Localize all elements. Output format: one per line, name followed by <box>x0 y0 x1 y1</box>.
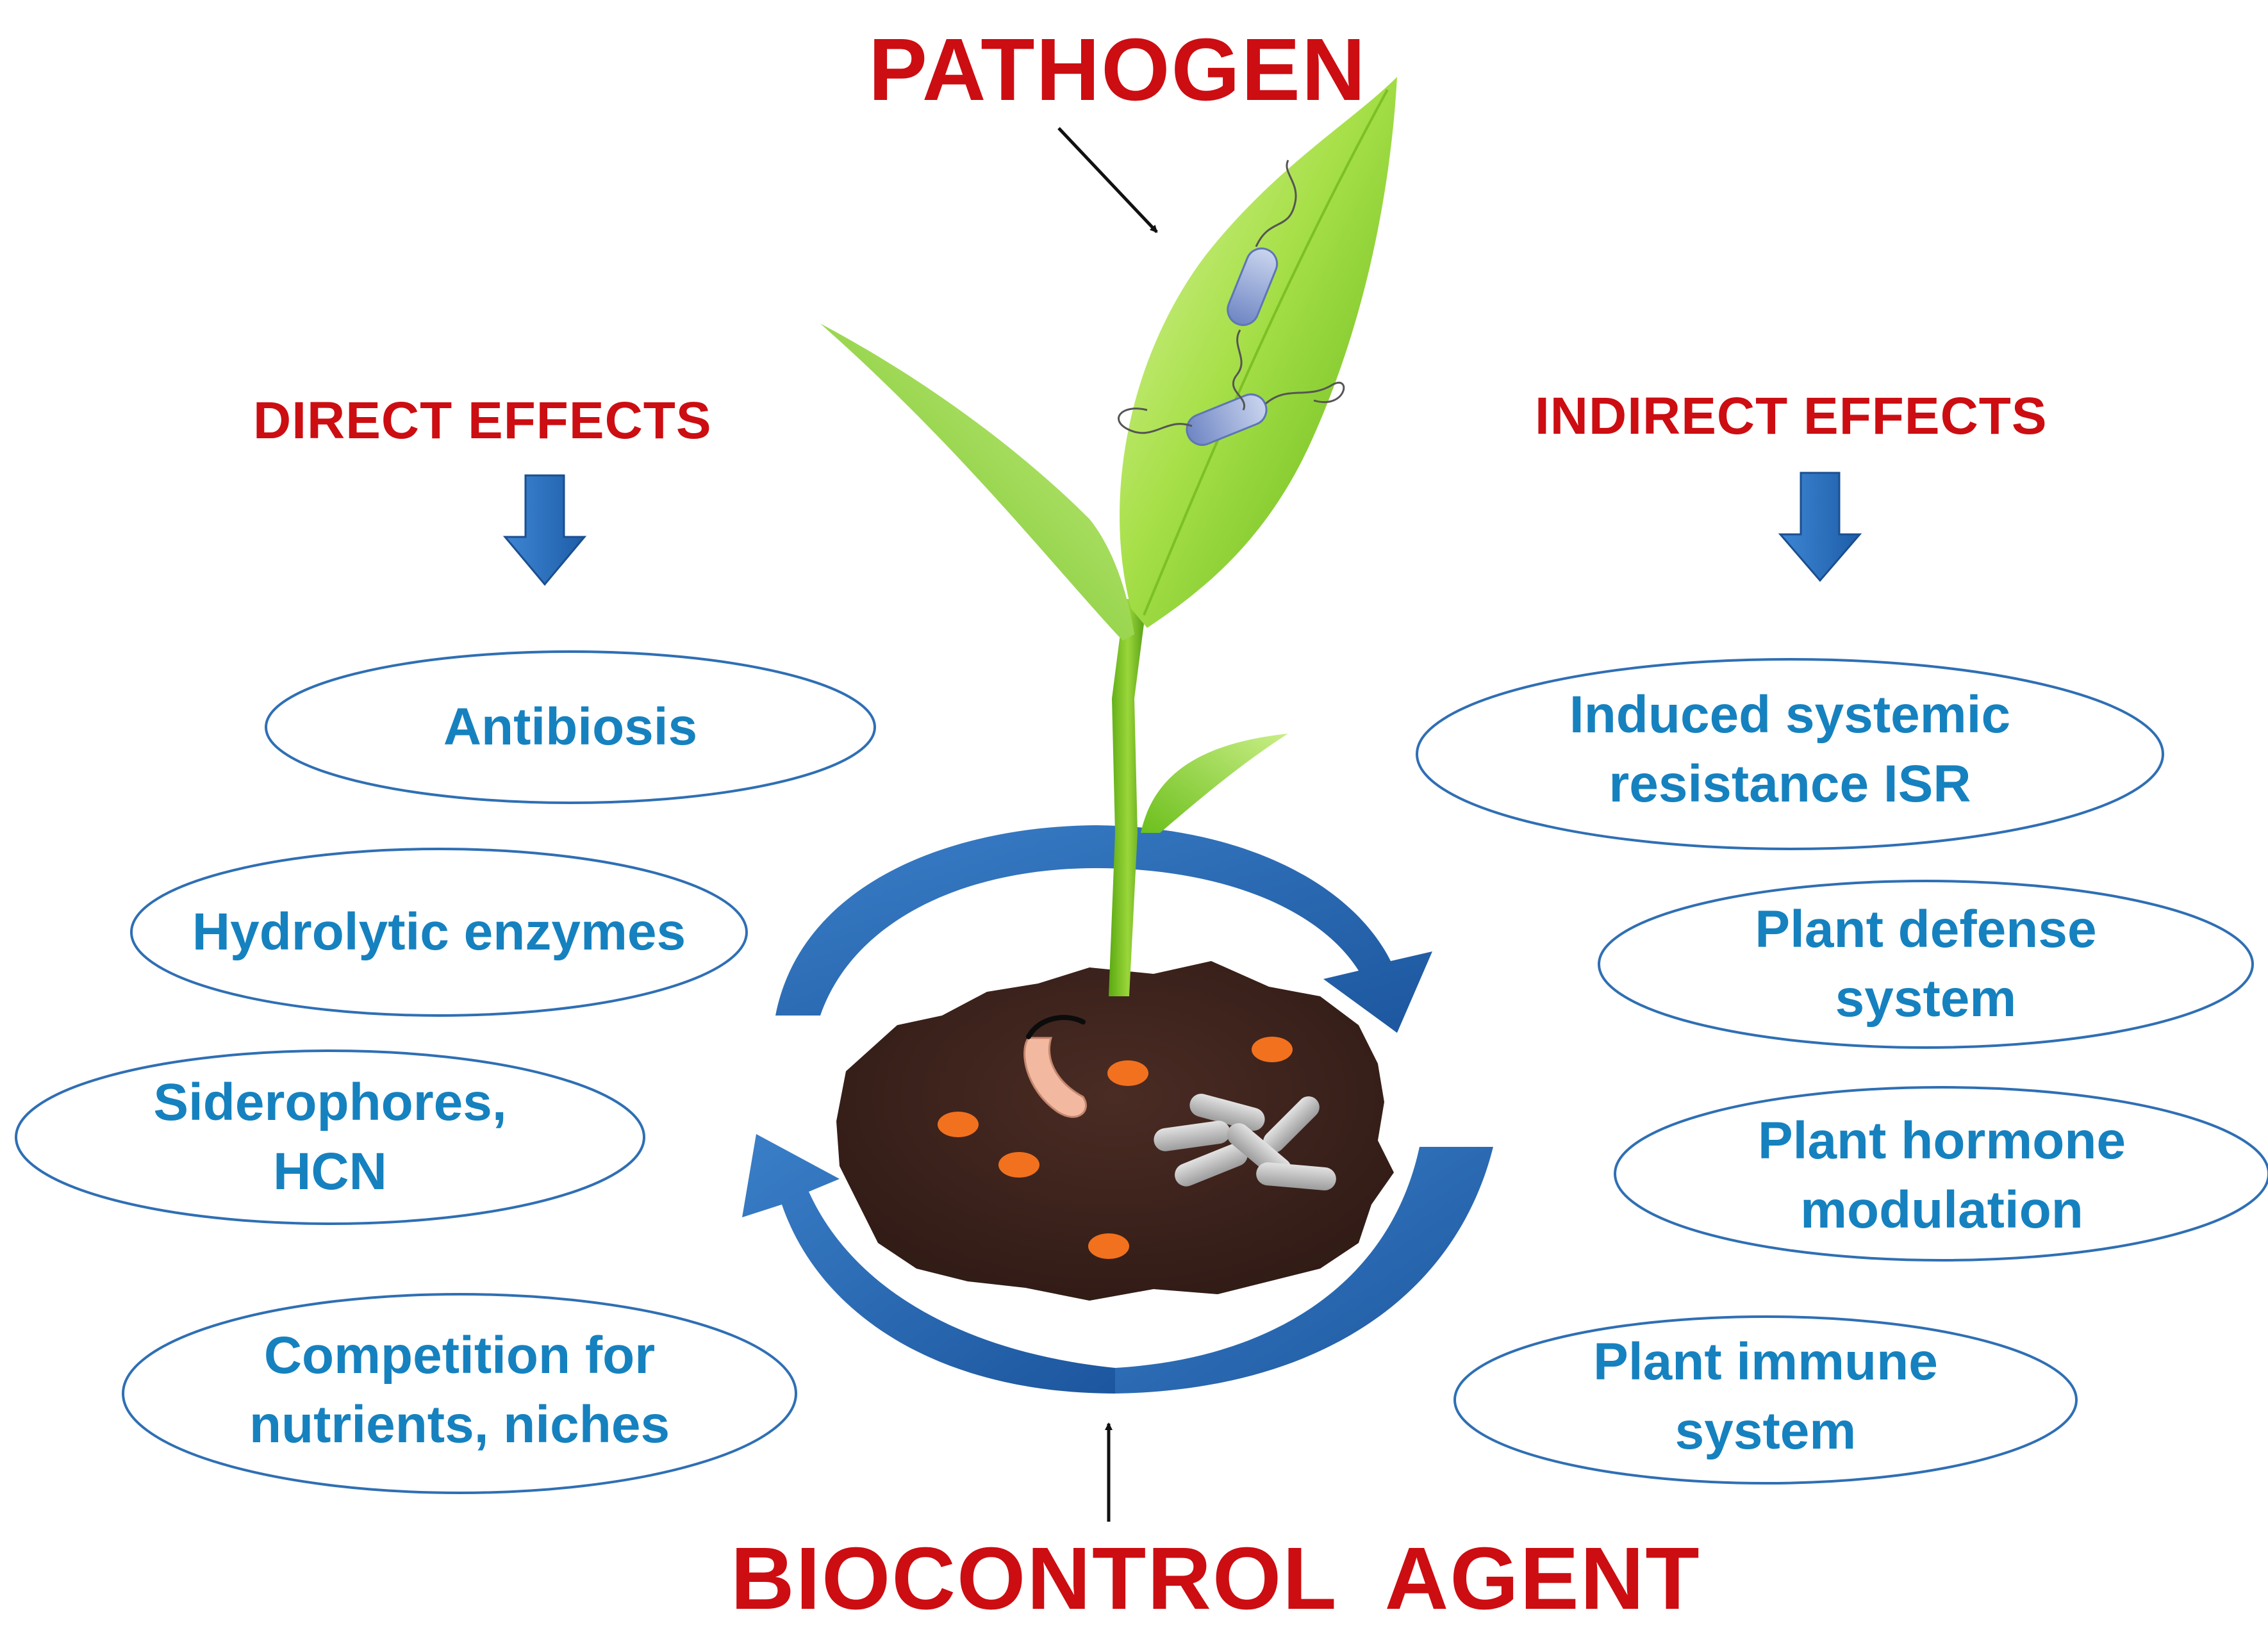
oval-antibiosis <box>265 650 876 804</box>
indirect-item-isr: Induced systemic resistance ISR <box>1569 686 2011 813</box>
indirect-item-plant-defense: Plant defense system <box>1755 900 2097 1028</box>
direct-item-hydrolytic-enzymes: Hydrolytic enzymes <box>192 903 686 961</box>
pathogen-pointer <box>1057 127 1158 233</box>
leaf-small <box>1141 734 1288 833</box>
oval-defense <box>1598 880 2254 1049</box>
oval-hydrolytic <box>130 848 748 1017</box>
cycle-arrow-top <box>775 825 1432 1033</box>
oval-immune <box>1453 1315 2078 1485</box>
direct-item-competition: Competition for nutrients, niches <box>249 1326 670 1454</box>
soil-microbes <box>938 1015 1336 1259</box>
direct-item-antibiosis: Antibiosis <box>443 698 698 756</box>
pathogen-bacteria <box>1118 160 1345 446</box>
oval-competition <box>122 1293 797 1494</box>
indirect-item-hormone-modulation: Plant hormone modulation <box>1757 1112 2126 1239</box>
pathogen-title: PATHOGEN <box>868 21 1367 119</box>
direct-effects-heading: DIRECT EFFECTS <box>253 391 712 450</box>
oval-isr <box>1416 658 2164 850</box>
leaf-left <box>820 324 1134 641</box>
plant-stem <box>1109 599 1147 996</box>
indirect-down-arrow <box>1778 472 1862 582</box>
cycle-arrow-bottom-right <box>1115 1147 1493 1394</box>
oval-hormone <box>1614 1086 2268 1262</box>
indirect-item-immune-system: Plant immune system <box>1593 1333 1938 1460</box>
cycle-arrow-bottom-left <box>742 1134 1115 1394</box>
direct-down-arrow <box>502 474 587 586</box>
leaf-vein <box>1143 89 1389 616</box>
biocontrol-agent-title: BIOCONTROL AGENT <box>731 1529 1701 1628</box>
indirect-effects-heading: INDIRECT EFFECTS <box>1535 387 2048 445</box>
direct-item-siderophores: Siderophores, HCN <box>153 1073 507 1201</box>
leaf-main <box>1120 77 1397 628</box>
oval-siderophores <box>15 1049 645 1225</box>
